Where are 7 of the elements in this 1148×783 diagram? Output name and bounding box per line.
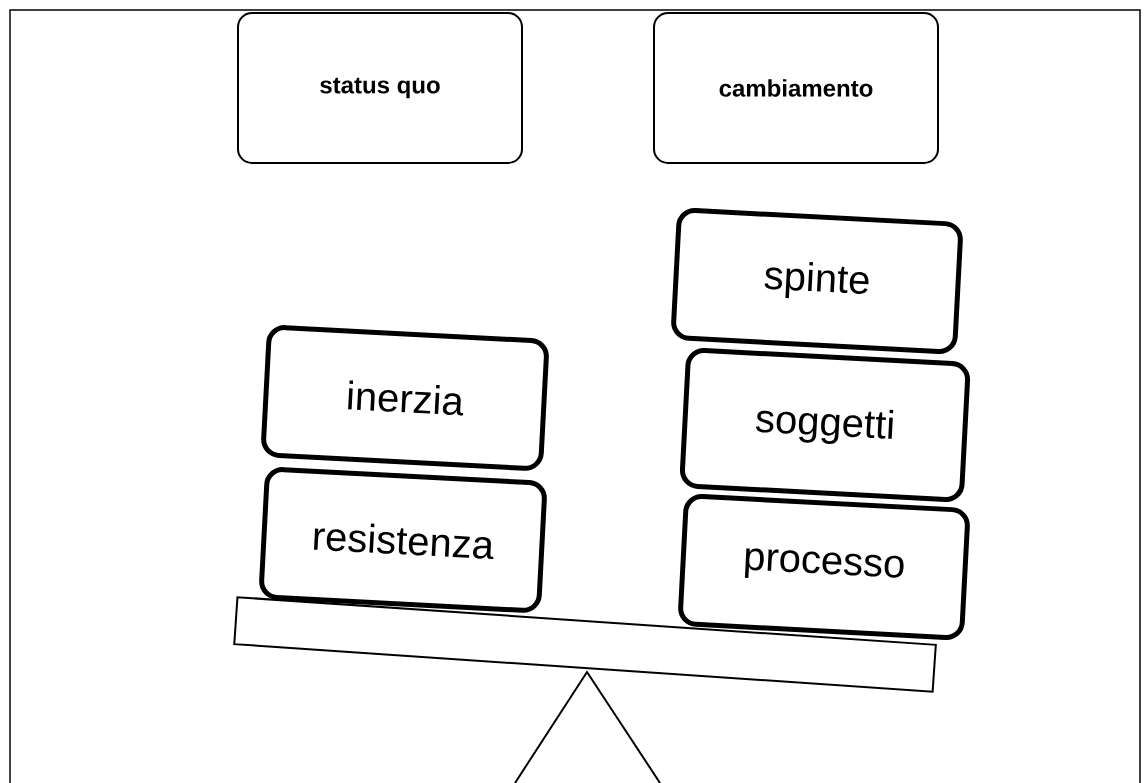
label-block: resistenza: [259, 467, 547, 613]
header-box: status quo: [237, 12, 523, 164]
header-box: cambiamento: [653, 12, 939, 164]
label-block: soggetti: [680, 348, 971, 502]
label-block: spinte: [671, 208, 963, 354]
label-block: processo: [678, 494, 970, 640]
label-block: inerzia: [261, 325, 549, 471]
